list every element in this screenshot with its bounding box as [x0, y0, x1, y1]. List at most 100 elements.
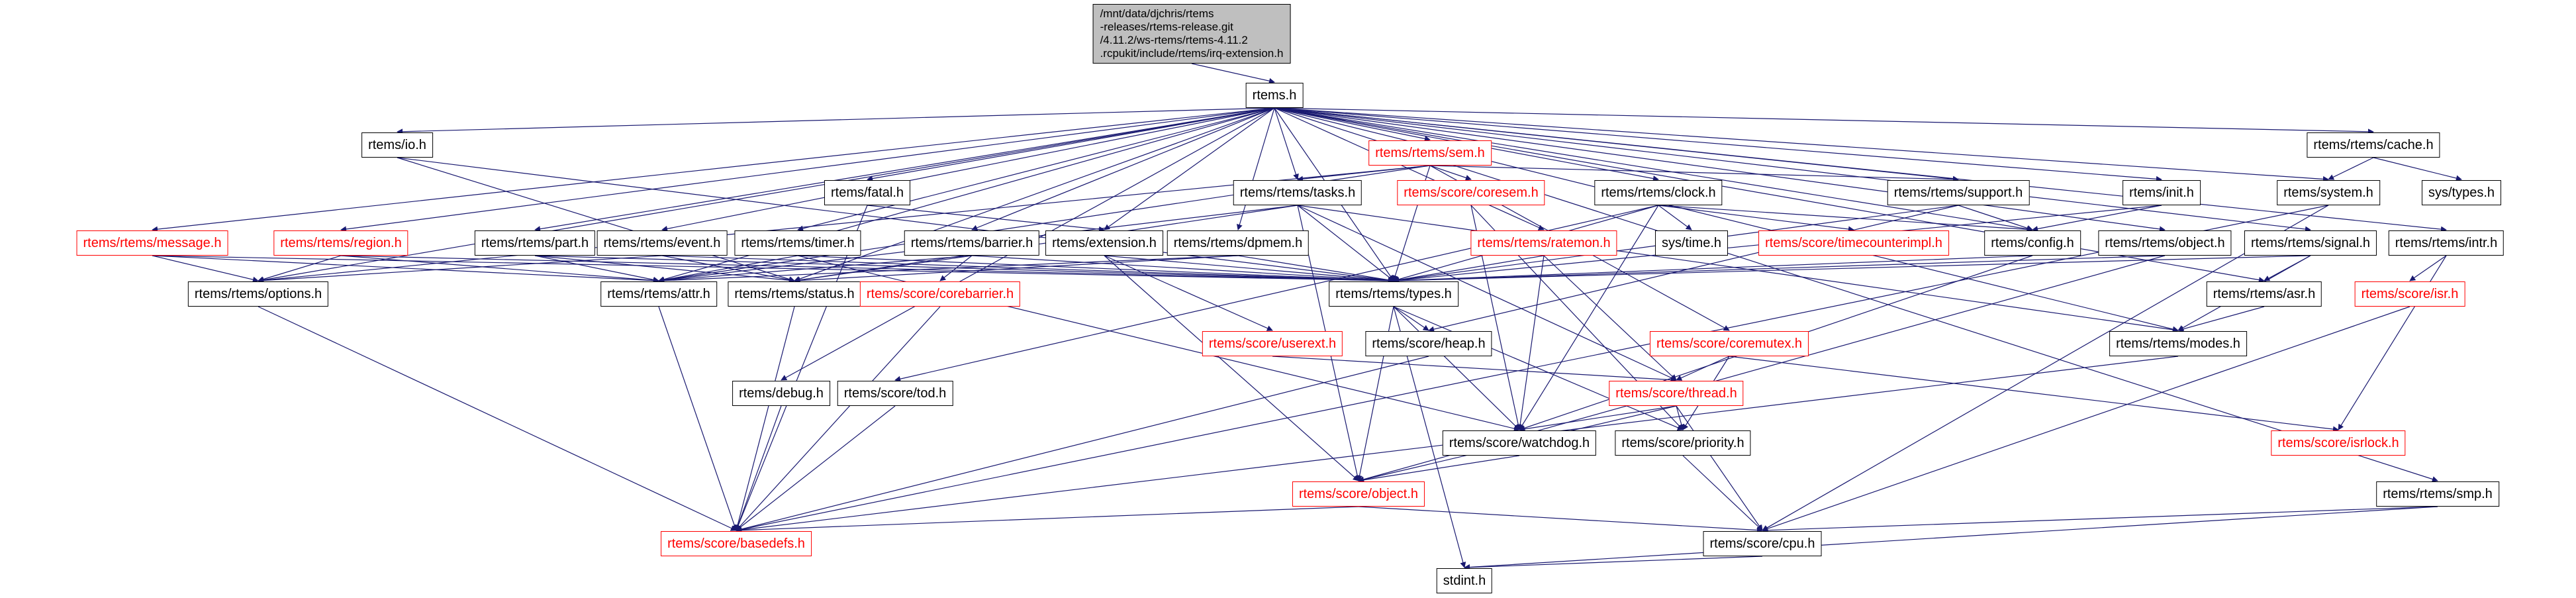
edge-init-to-config: [2032, 205, 2162, 232]
node-watchdog[interactable]: rtems/score/watchdog.h: [1442, 430, 1597, 456]
node-intr[interactable]: rtems/rtems/intr.h: [2388, 230, 2504, 256]
node-support[interactable]: rtems/rtems/support.h: [1887, 180, 2030, 205]
edge-clock-to-timecounterimpl: [1658, 205, 1854, 232]
node-tod[interactable]: rtems/score/tod.h: [837, 381, 953, 406]
edge-rtems-to-system: [1274, 107, 2329, 182]
node-basedefs[interactable]: rtems/score/basedefs.h: [661, 531, 812, 556]
node-clock[interactable]: rtems/rtems/clock.h: [1594, 180, 1723, 205]
node-debug[interactable]: rtems/debug.h: [732, 381, 830, 406]
edge-corebarrier-to-basedefs: [736, 306, 941, 531]
node-systime[interactable]: sys/time.h: [1654, 230, 1729, 256]
node-event[interactable]: rtems/rtems/event.h: [596, 230, 728, 256]
edge-barrier-to-types: [971, 255, 1394, 284]
node-part[interactable]: rtems/rtems/part.h: [474, 230, 596, 256]
edge-barrier-to-status: [794, 255, 973, 283]
edge-rtems-to-config: [1274, 107, 2033, 232]
edge-rtems-to-extension: [1104, 107, 1275, 230]
edge-types-to-heap: [1393, 306, 1429, 331]
node-coresem[interactable]: rtems/score/coresem.h: [1397, 180, 1545, 205]
node-dpmem[interactable]: rtems/rtems/dpmem.h: [1167, 230, 1310, 256]
edge-cache-to-system: [2328, 157, 2374, 180]
node-timecounterimpl[interactable]: rtems/score/timecounterimpl.h: [1758, 230, 1949, 256]
node-smp[interactable]: rtems/rtems/smp.h: [2376, 481, 2499, 507]
node-io[interactable]: rtems/io.h: [361, 132, 433, 158]
node-heap[interactable]: rtems/score/heap.h: [1365, 331, 1492, 356]
node-cache[interactable]: rtems/rtems/cache.h: [2307, 132, 2440, 158]
node-coremutex[interactable]: rtems/score/coremutex.h: [1649, 331, 1809, 356]
edge-rtems-to-options: [258, 107, 1275, 283]
edge-region-to-attr: [340, 255, 659, 283]
node-robject[interactable]: rtems/rtems/object.h: [2098, 230, 2232, 256]
edge-cpu-to-stdint: [1464, 556, 1763, 571]
node-ratemon[interactable]: rtems/rtems/ratemon.h: [1470, 230, 1617, 256]
node-message[interactable]: rtems/rtems/message.h: [76, 230, 228, 256]
node-tasks[interactable]: rtems/rtems/tasks.h: [1233, 180, 1362, 205]
edge-fatal-to-basedefs: [735, 205, 868, 531]
edge-robject-to-types: [1393, 255, 2166, 284]
edge-system-to-basedefs: [736, 205, 2329, 532]
edge-rtems-to-region: [340, 107, 1275, 232]
edge-types-to-watchdog: [1393, 306, 1520, 430]
node-region[interactable]: rtems/rtems/region.h: [273, 230, 408, 256]
node-stdint[interactable]: stdint.h: [1436, 568, 1493, 593]
edge-rtems-to-intr: [1274, 107, 2447, 232]
edge-fatal-to-extension: [867, 205, 1105, 232]
edge-root-to-rtems: [1191, 63, 1275, 84]
edge-extension-to-userext: [1104, 255, 1273, 331]
edge-timer-to-types: [797, 255, 1394, 284]
edge-region-to-options: [258, 255, 342, 282]
edge-rtems-to-part: [534, 107, 1275, 232]
node-barrier[interactable]: rtems/rtems/barrier.h: [904, 230, 1040, 256]
edge-io-to-status: [397, 157, 795, 282]
node-cpu[interactable]: rtems/score/cpu.h: [1703, 531, 1822, 556]
edge-barrier-to-attr: [658, 255, 973, 283]
node-isrlock[interactable]: rtems/score/isrlock.h: [2271, 430, 2406, 456]
edge-rtems-to-io: [397, 107, 1275, 135]
node-rtems[interactable]: rtems.h: [1245, 83, 1304, 108]
node-timer[interactable]: rtems/rtems/timer.h: [734, 230, 861, 256]
edge-sobject-to-basedefs: [736, 506, 1359, 534]
edge-part-to-attr: [534, 255, 659, 283]
node-status[interactable]: rtems/rtems/status.h: [728, 281, 861, 307]
node-systypes[interactable]: sys/types.h: [2421, 180, 2502, 205]
edge-asr-to-modes: [2177, 306, 2265, 332]
node-modes[interactable]: rtems/rtems/modes.h: [2109, 331, 2247, 356]
node-thread[interactable]: rtems/score/thread.h: [1609, 381, 1744, 406]
edge-signal-to-types: [1393, 255, 2311, 284]
node-system[interactable]: rtems/system.h: [2277, 180, 2380, 205]
edge-region-to-types: [340, 255, 1394, 284]
edge-thread-to-priority: [1676, 405, 1685, 430]
edge-timer-to-attr: [658, 255, 798, 283]
edge-dpmem-to-types: [1237, 255, 1394, 283]
node-sobject[interactable]: rtems/score/object.h: [1292, 481, 1425, 507]
node-extension[interactable]: rtems/extension.h: [1045, 230, 1163, 256]
edge-rtems-to-cache: [1274, 107, 2374, 135]
edge-clock-to-config: [1658, 205, 2033, 232]
edge-status-to-basedefs: [734, 306, 795, 531]
node-sem[interactable]: rtems/rtems/sem.h: [1368, 140, 1492, 166]
node-userext[interactable]: rtems/score/userext.h: [1202, 331, 1343, 356]
node-attr[interactable]: rtems/rtems/attr.h: [600, 281, 717, 307]
node-asr[interactable]: rtems/rtems/asr.h: [2206, 281, 2322, 307]
edge-options-to-basedefs: [258, 306, 737, 531]
node-types[interactable]: rtems/rtems/types.h: [1329, 281, 1458, 307]
edge-sobject-to-cpu: [1358, 506, 1763, 534]
node-config[interactable]: rtems/config.h: [1984, 230, 2081, 256]
edge-coremutex-to-isrlock: [1729, 356, 2339, 432]
edge-smp-to-stdint: [1464, 506, 2438, 570]
node-priority[interactable]: rtems/score/priority.h: [1615, 430, 1751, 456]
edge-message-to-types: [152, 255, 1394, 284]
edge-isr-to-cpu: [1762, 306, 2410, 532]
node-fatal[interactable]: rtems/fatal.h: [824, 180, 911, 205]
edge-rtems-to-status: [794, 107, 1275, 282]
edge-rtems-to-signal: [1274, 107, 2311, 232]
node-options[interactable]: rtems/rtems/options.h: [187, 281, 329, 307]
node-signal[interactable]: rtems/rtems/signal.h: [2244, 230, 2377, 256]
node-init[interactable]: rtems/init.h: [2123, 180, 2201, 205]
node-root: /mnt/data/djchris/rtems -releases/rtems-…: [1092, 4, 1291, 64]
node-corebarrier[interactable]: rtems/score/corebarrier.h: [859, 281, 1021, 307]
edge-support-to-config: [1958, 205, 2033, 231]
edge-ratemon-to-watchdog: [1517, 255, 1545, 430]
node-isr[interactable]: rtems/score/isr.h: [2354, 281, 2465, 307]
